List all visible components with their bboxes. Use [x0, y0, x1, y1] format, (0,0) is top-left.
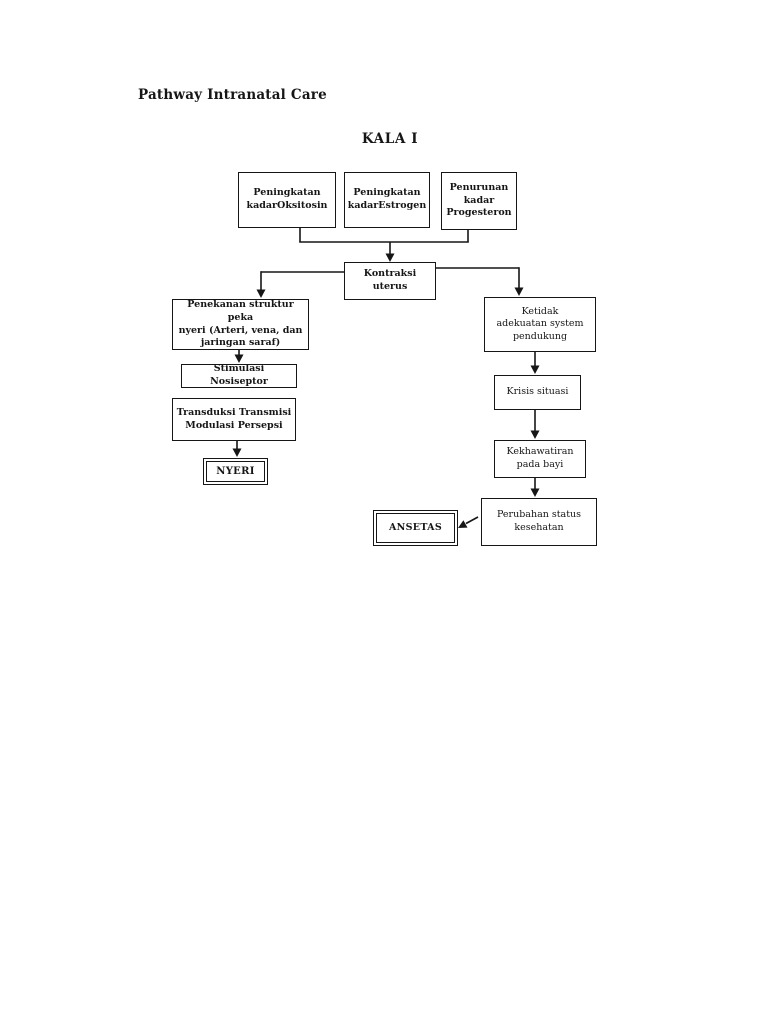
node-perubahan-status-kesehatan: Perubahan status kesehatan — [481, 498, 597, 546]
section-heading-kala-i: KALA I — [361, 131, 419, 147]
node-penekanan-struktur-peka-nyeri: Penekanan struktur peka nyeri (Arteri, v… — [172, 299, 309, 350]
node-transduksi-transmisi-modulasi-persepsi: Transduksi Transmisi Modulasi Persepsi — [172, 398, 296, 441]
node-ansetas: ANSETAS — [373, 510, 458, 546]
node-peningkatan-kadar-estrogen: Peningkatan kadarEstrogen — [344, 172, 430, 228]
node-ketidakadekuatan-system-pendukung: Ketidak adekuatan system pendukung — [484, 297, 596, 352]
node-kekhawatiran-pada-bayi: Kekhawatiran pada bayi — [494, 440, 586, 478]
node-krisis-situasi: Krisis situasi — [494, 375, 581, 410]
node-peningkatan-kadar-oksitosin: Peningkatan kadarOksitosin — [238, 172, 336, 228]
document-title: Pathway Intranatal Care — [138, 87, 327, 103]
node-stimulasi-nosiseptor: Stimulasi Nosiseptor — [181, 363, 297, 388]
node-penurunan-kadar-progesteron: Penurunan kadar Progesteron — [441, 172, 517, 230]
node-nyeri: NYERI — [203, 458, 268, 485]
node-ansetas-label: ANSETAS — [376, 513, 455, 543]
node-kontraksi-uterus: Kontraksi uterus — [344, 262, 436, 300]
node-nyeri-label: NYERI — [206, 461, 265, 482]
